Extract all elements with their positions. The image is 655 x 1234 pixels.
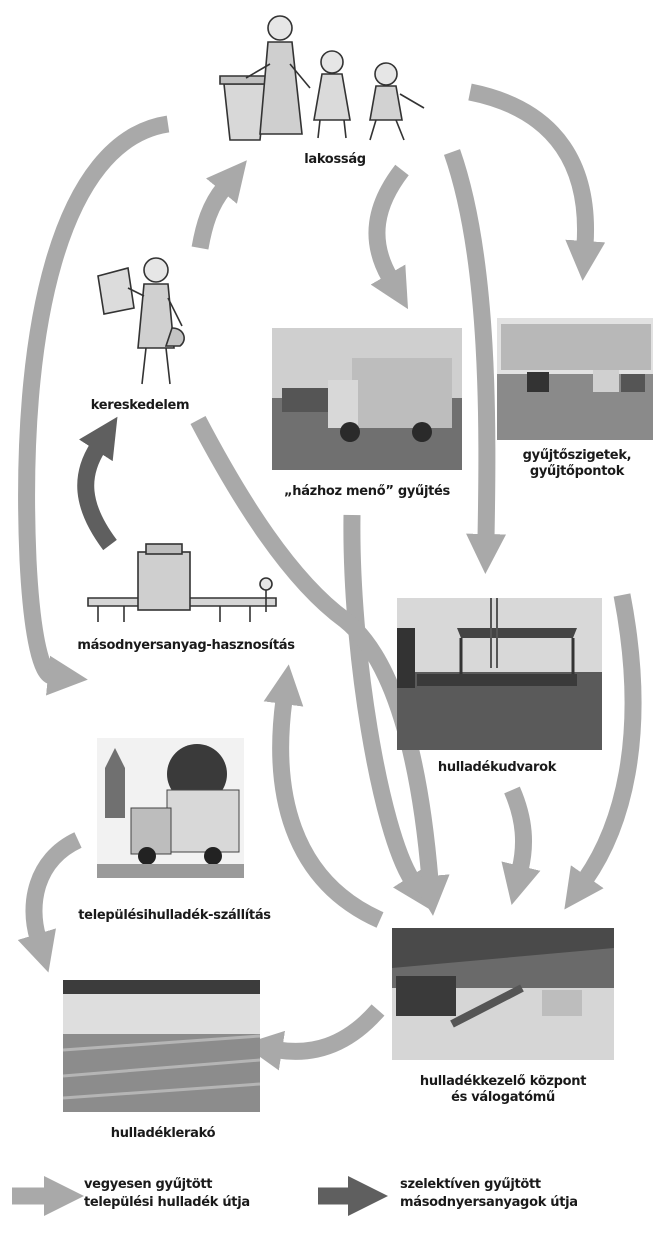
- arrow-lakossag-to-hulladekudvarok: [443, 149, 507, 574]
- arrow-lakossag-to-gyujtoszigetek: [468, 83, 606, 281]
- recycling-machine-illustration: [80, 540, 285, 630]
- node-gyujtoszigetek: gyűjtőszigetek, gyűjtőpontok: [522, 448, 632, 480]
- node-hazhoz: „házhoz menő” gyűjtés: [284, 484, 450, 499]
- legend-selective: szelektíven gyűjtött másodnyersanyagok ú…: [400, 1177, 578, 1210]
- arrow-gyujtoszigetek-to-kozpont: [564, 593, 642, 910]
- legend-mixed: vegyesen gyűjtött települési hulladék út…: [84, 1177, 250, 1210]
- arrow-szallitas-to-lerako: [17, 832, 82, 973]
- node-szallitas: településihulladék-szállítás: [78, 908, 271, 923]
- shopper-illustration: [88, 248, 198, 388]
- arrow-hazhoz-to-kozpont: [343, 514, 432, 911]
- garbage-truck-photo: [272, 328, 462, 470]
- arrow-hulladekudvarok-to-kozpont: [501, 786, 541, 906]
- waste-yard-photo: [397, 598, 602, 750]
- arrow-kozpont-to-masodnyersanyag: [263, 664, 384, 928]
- node-masodnyersanyag: másodnyersanyag-hasznosítás: [77, 638, 295, 653]
- transport-truck-photo: [97, 738, 244, 878]
- collection-point-photo: [497, 318, 653, 440]
- arrow-lakossag-to-hazhoz: [368, 164, 409, 310]
- node-hulladekudvarok: hulladékudvarok: [437, 760, 557, 775]
- treatment-center-photo: [392, 928, 614, 1060]
- arrow-kereskedelem-to-kozpont: [190, 416, 450, 916]
- node-lakossag: lakosság: [304, 152, 366, 167]
- node-kereskedelem: kereskedelem: [90, 398, 190, 413]
- residents-illustration: [210, 4, 440, 146]
- arrow-kozpont-to-lerako: [242, 1004, 385, 1071]
- arrow-masodnyersanyag-to-kereskedelem: [77, 416, 118, 551]
- node-kozpont: hulladékkezelő központ és válogatómű: [419, 1074, 587, 1106]
- arrow-kereskedelem-to-lakossag: [191, 160, 247, 250]
- arrow-lakossag-to-szallitas: [18, 115, 170, 696]
- landfill-photo: [63, 980, 260, 1112]
- node-lerako: hulladéklerakó: [110, 1126, 216, 1141]
